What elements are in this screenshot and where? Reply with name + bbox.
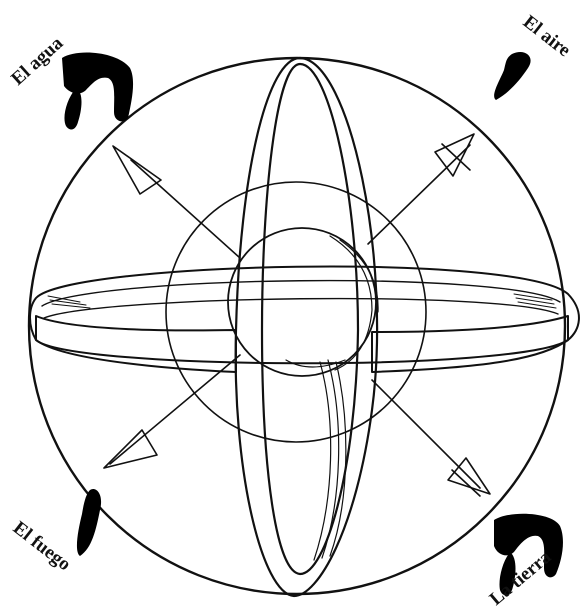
middle-sphere — [166, 182, 426, 442]
label-water: El agua — [7, 32, 67, 89]
horizontal-ring — [30, 267, 579, 364]
axis-air — [368, 134, 474, 244]
vertical-ring — [236, 58, 377, 596]
air-letter-icon — [494, 52, 530, 100]
label-air: El aire — [519, 11, 574, 61]
axis-earth — [372, 380, 490, 496]
core-shading — [286, 236, 378, 370]
water-letter-icon — [62, 53, 133, 130]
axis-water — [113, 146, 240, 258]
outer-sphere — [29, 58, 565, 594]
fire-letter-icon — [77, 489, 101, 556]
label-fire: El fuego — [9, 517, 75, 575]
label-earth: La tierra — [486, 546, 556, 610]
horizontal-ring-front — [36, 316, 236, 372]
horizontal-ring-front-right — [372, 316, 568, 372]
